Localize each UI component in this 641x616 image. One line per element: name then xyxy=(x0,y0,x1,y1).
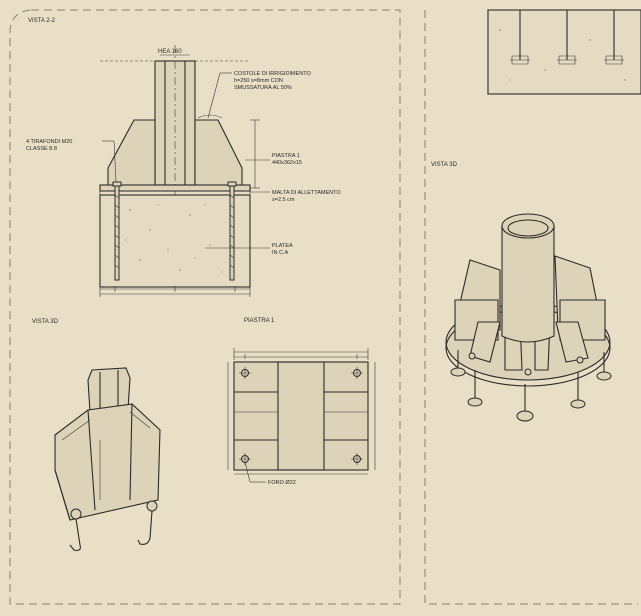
iso-view-left xyxy=(54,367,161,551)
plate-plan-view: FORO Ø22 xyxy=(227,348,376,486)
title-vista-3d-left: VISTA 3D xyxy=(32,319,59,325)
title-vista-3d-right: VISTA 3D xyxy=(431,162,458,168)
label-tirafondi-1: 4 TIRAFONDI M20 xyxy=(26,139,72,145)
label-platea: PLATEA xyxy=(272,243,293,249)
sheet-frame xyxy=(9,9,638,605)
label-piastra-1-dims: 440x362x15 xyxy=(272,160,302,166)
anchor-bolt-right xyxy=(227,181,237,281)
top-partial-view xyxy=(487,9,641,95)
label-platea-ca: IN C.A xyxy=(272,250,289,256)
label-foro: FORO Ø22 xyxy=(268,480,296,486)
label-tirafondi-2: CLASSE 8.8 xyxy=(26,146,57,152)
label-piastra-1: PIASTRA 1 xyxy=(272,153,300,159)
anchor-bolts-iso xyxy=(450,350,612,422)
label-costole-3: SMUSSATURA AL 50% xyxy=(234,85,292,91)
title-vista-2-2: VISTA 2-2 xyxy=(28,18,56,24)
label-malta: MALTA DI ALLETTAMENTO xyxy=(272,190,341,196)
title-piastra-1-plan: PIASTRA 1 xyxy=(244,318,275,324)
iso-view-right xyxy=(445,213,612,422)
label-hea-160: HEA 160 xyxy=(158,49,182,55)
anchor-rods-top xyxy=(510,10,624,65)
label-costole-1: COSTOLE DI IRRIGIDIMENTO xyxy=(234,71,312,77)
section-view-2-2: HEA 160 COSTOLE DI IRRIGIDIMENTO h=250 s… xyxy=(26,45,341,297)
label-costole-2: h=250 s=8mm CON xyxy=(234,78,283,84)
plate-holes xyxy=(239,367,363,465)
label-malta-s: s=2.5 cm xyxy=(272,197,295,203)
concrete-speckle xyxy=(124,204,223,273)
anchor-bolt-left xyxy=(112,181,122,281)
